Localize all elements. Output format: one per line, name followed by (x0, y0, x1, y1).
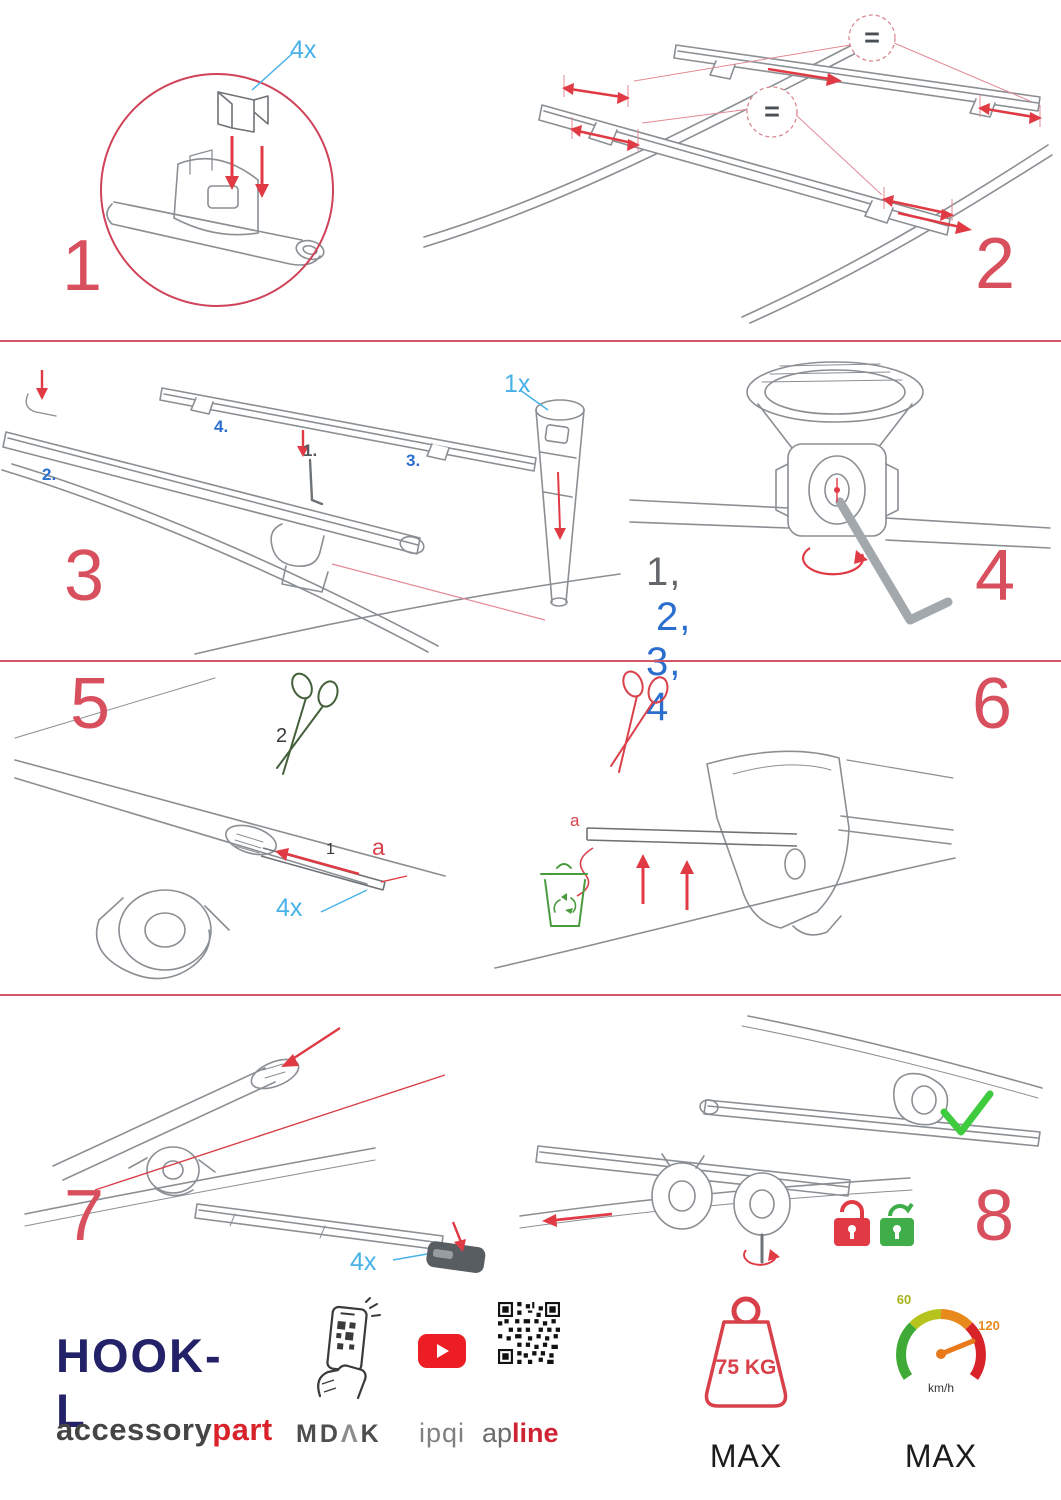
allen-key-icon (308, 458, 324, 506)
step1-illustration (100, 53, 334, 307)
checkmark-icon (940, 1090, 994, 1136)
rubber-strip (586, 827, 798, 847)
step4-illustration (629, 361, 1051, 625)
clip-part (217, 91, 269, 133)
qty-badge-1x: 1x (504, 370, 531, 398)
speed-max-label: MAX (904, 1438, 978, 1474)
step-5-number: 5 (70, 664, 111, 744)
pull-arrow (275, 848, 360, 876)
product-name: HOOK-L (56, 1329, 223, 1437)
substep-1: 1. (303, 441, 318, 460)
push-up-arrows (636, 854, 694, 910)
logo-mdak-k: K (360, 1420, 382, 1448)
cut-order-label: 2 (276, 725, 288, 747)
turn-arrow (802, 478, 868, 576)
scissors-icon (276, 672, 339, 775)
section-divider (0, 340, 1061, 342)
strip-letter-label: a (570, 811, 580, 830)
step-8-number: 8 (974, 1176, 1015, 1256)
speed-low-label: 60 (897, 1292, 911, 1307)
step-1-number: 1 (62, 226, 103, 306)
section-divider (0, 994, 1061, 996)
logo-apline: apline (482, 1418, 559, 1449)
qr-code (498, 1302, 560, 1364)
magnifier-circle-icon (100, 73, 334, 307)
logo-mdak: MDΛK (296, 1420, 382, 1449)
youtube-icon (418, 1334, 466, 1368)
insert-arrows (225, 136, 269, 198)
brand-logo: accessorypart (56, 1412, 273, 1448)
step-6-number: 6 (972, 664, 1013, 744)
logo-apline-ap: ap (482, 1418, 513, 1448)
step4-sequence-rest: 2, 3, 4 (646, 595, 692, 729)
substep-3: 3. (406, 451, 421, 470)
logo-mdak-md: MD (296, 1420, 341, 1448)
logo-apline-line: line (512, 1418, 559, 1448)
phone-scan-icon (317, 1297, 381, 1400)
logo-mdak-lambda: Λ (340, 1420, 361, 1448)
section-divider (0, 660, 1061, 662)
weight-icon: 75 KG (704, 1296, 788, 1408)
speed-unit-label: km/h (928, 1381, 954, 1395)
step4-sequence-first: 1, (646, 550, 682, 594)
substep-4: 4. (214, 417, 229, 436)
step2-illustration (423, 14, 1053, 324)
speedometer-icon: 60 120 km/h (896, 1292, 1000, 1395)
step6-illustration (494, 670, 956, 969)
step-3-number: 3 (64, 536, 105, 616)
recycle-bin-icon (540, 863, 588, 927)
step-4-number: 4 (975, 536, 1016, 616)
weight-limit-value: 75 KG (716, 1356, 777, 1379)
end-cap-part (426, 1241, 486, 1274)
step-7-number: 7 (64, 1176, 105, 1256)
equal-spacing-sign: = (764, 96, 780, 127)
step5-illustration (14, 672, 446, 980)
step-2-number: 2 (975, 224, 1016, 304)
spacing-arrows (562, 67, 1042, 234)
qty-badge-4x: 4x (350, 1248, 377, 1276)
step4-sequence: 1, 2, 3, 4 (646, 550, 691, 730)
strip-order-label: 1 (326, 841, 335, 858)
speed-high-label: 120 (978, 1318, 1000, 1333)
unlocked-padlock-icon (880, 1202, 914, 1246)
equal-spacing-sign: = (864, 22, 880, 53)
locked-padlock-icon (834, 1200, 870, 1246)
strip-letter-label: a (372, 834, 385, 860)
scissors-icon (610, 670, 669, 773)
step3-illustration (1, 370, 621, 655)
logo-ipqi: ipqi (419, 1418, 466, 1448)
qty-badge-4x: 4x (276, 894, 303, 922)
step8-illustration (519, 1015, 1043, 1266)
brand-accessory: accessory (56, 1412, 213, 1447)
allen-key-icon (835, 497, 953, 625)
qty-badge-4x: 4x (290, 36, 317, 64)
substep-2: 2. (42, 465, 57, 484)
weight-max-label: MAX (709, 1438, 783, 1474)
step7-illustration (24, 1026, 486, 1274)
brand-part: part (212, 1412, 273, 1447)
